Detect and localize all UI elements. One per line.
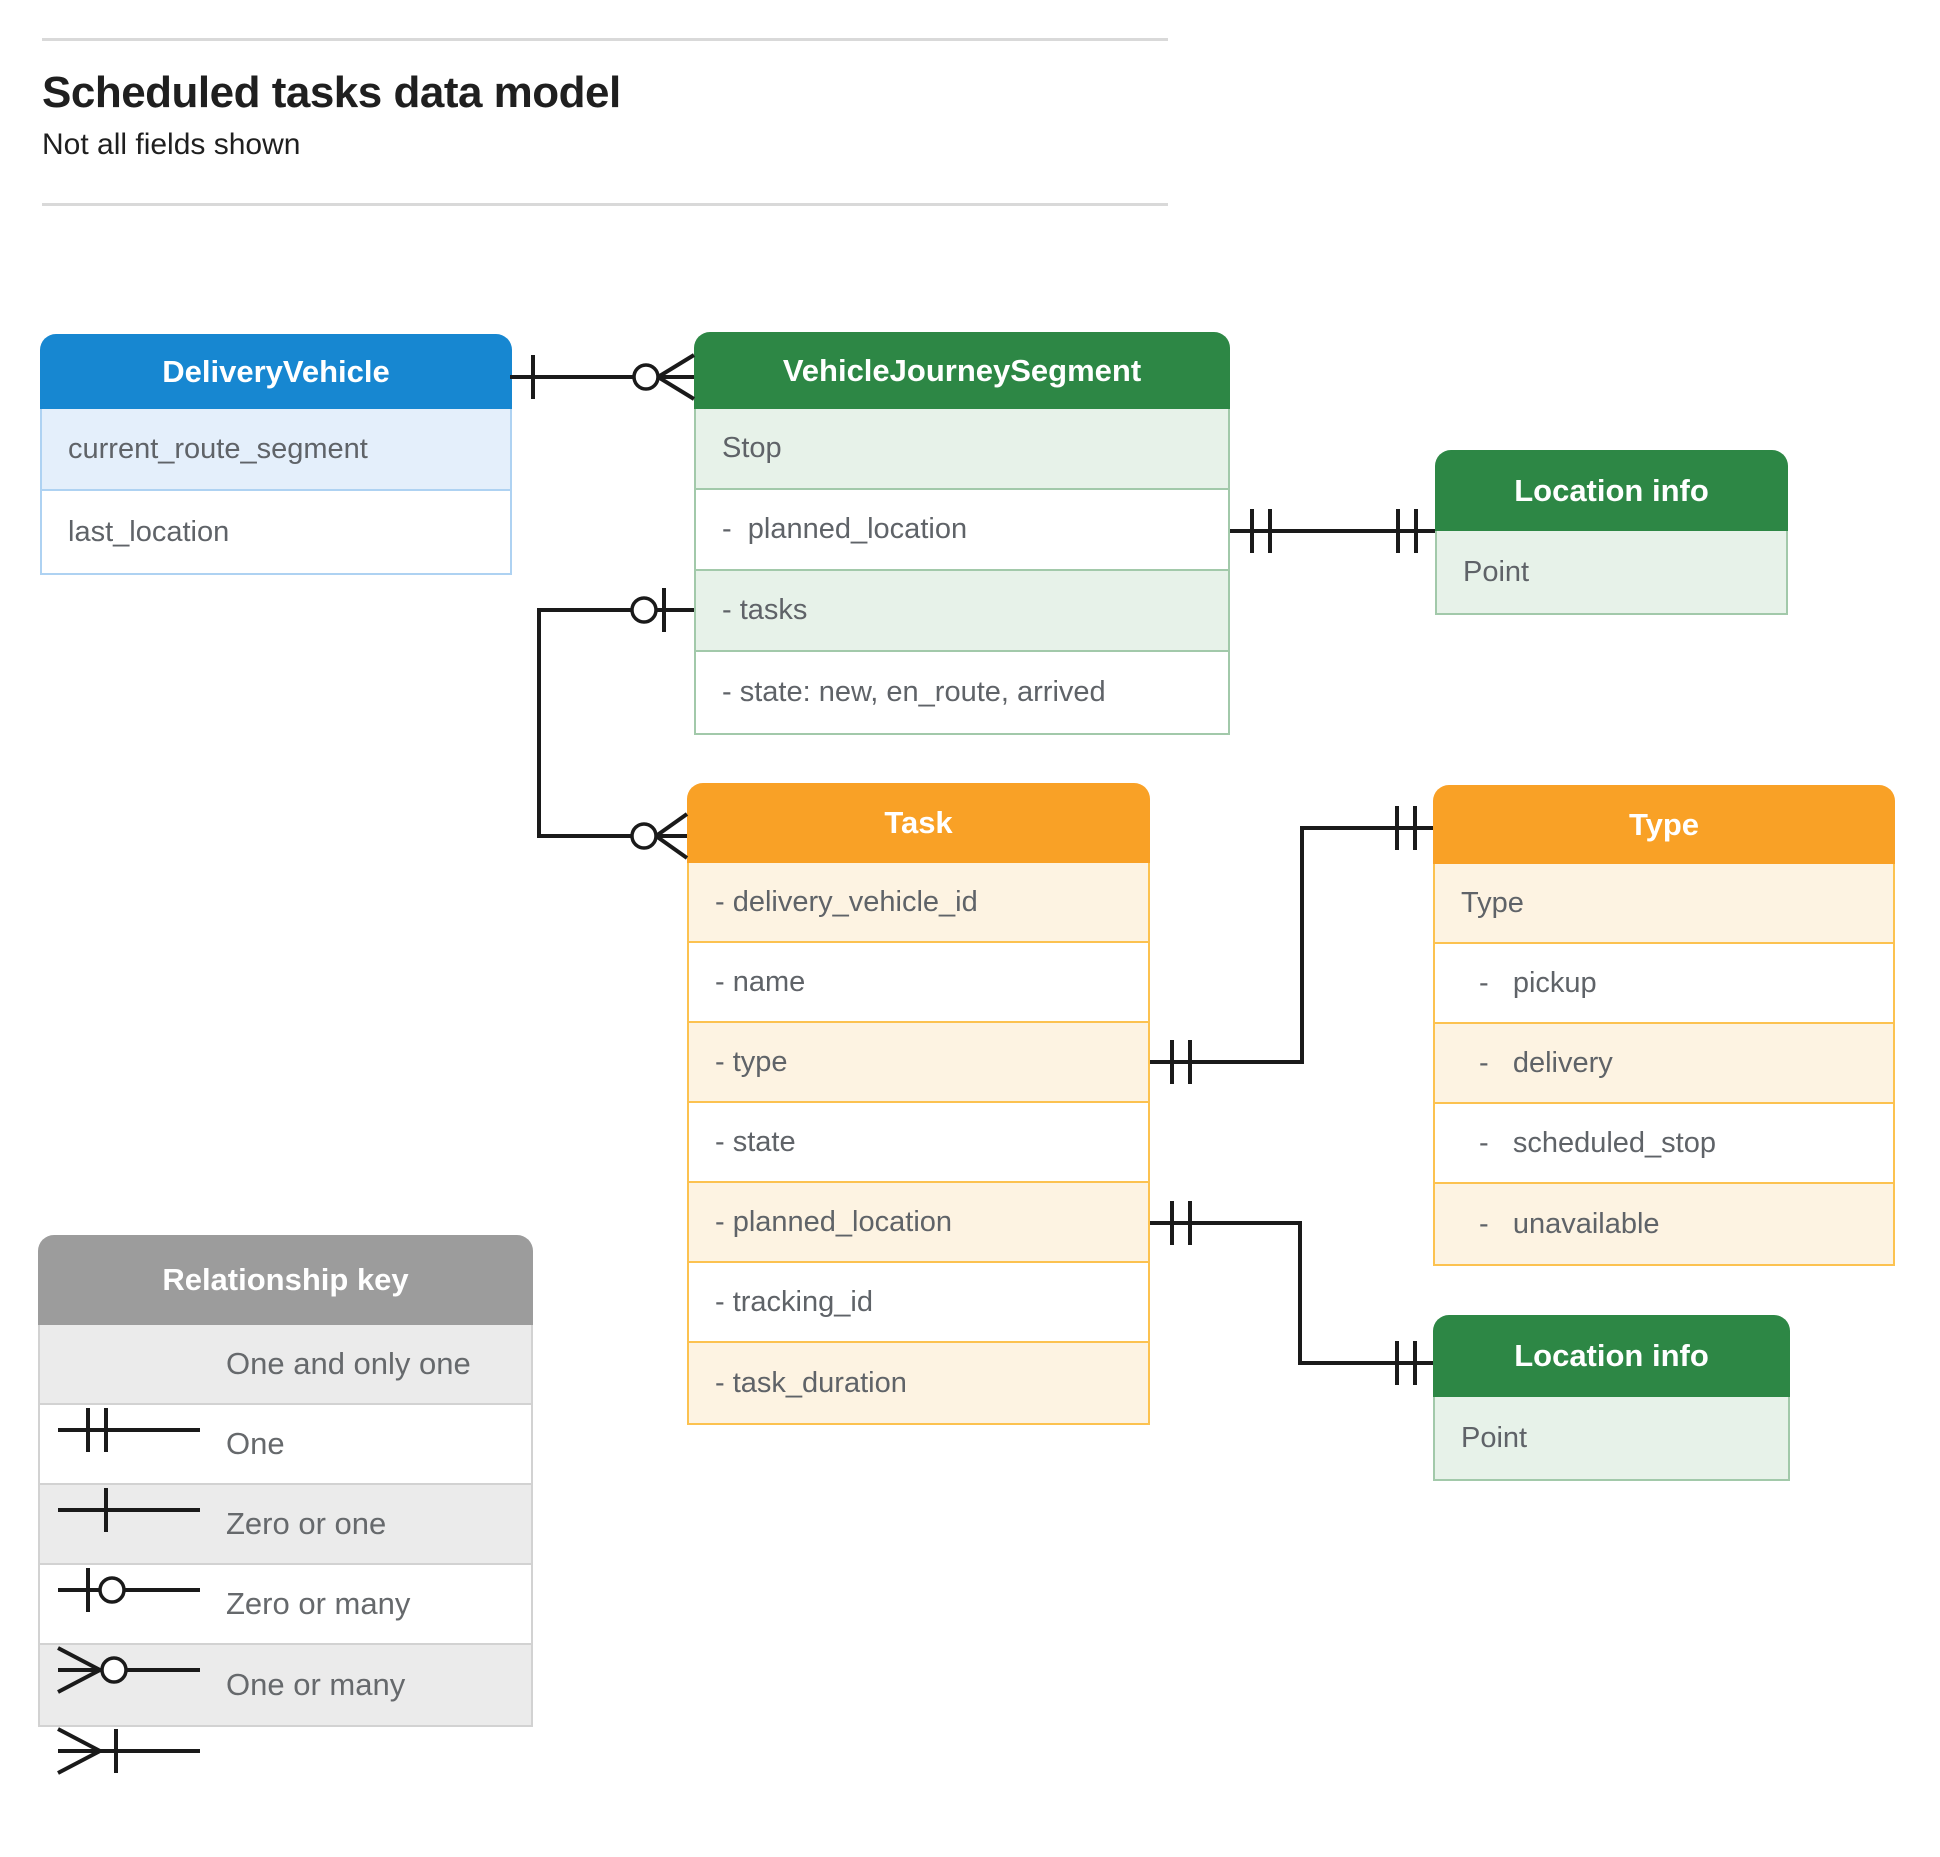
connector-vjs-plannedlocation-locationinfo [1230, 509, 1435, 553]
legend-item-one-or-many: One or many [40, 1645, 531, 1775]
entity-location-info-bottom-header: Location info [1433, 1315, 1790, 1397]
entity-body: Stop - planned_location - tasks - state:… [694, 409, 1230, 735]
field-stop: Stop [696, 409, 1228, 490]
field-name: - name [689, 943, 1148, 1023]
field-state: - state [689, 1103, 1148, 1183]
field-pickup: - pickup [1435, 944, 1893, 1024]
one-or-many-icon [54, 1645, 204, 1775]
page-title: Scheduled tasks data model [42, 68, 621, 117]
entity-title: Task [884, 805, 953, 840]
relationship-key-title: Relationship key [162, 1262, 409, 1297]
entity-title: Type [1628, 806, 1700, 842]
entity-delivery-vehicle-header: DeliveryVehicle [40, 334, 512, 409]
entity-task-header: Task [687, 783, 1150, 863]
field-delivery: - delivery [1435, 1024, 1893, 1104]
entity-body: Point [1433, 1397, 1790, 1481]
legend-item-one-and-only-one: One and only one [40, 1324, 531, 1452]
legend-label: One [226, 1426, 285, 1461]
zero-or-many-icon [54, 1564, 204, 1694]
entity-title: DeliveryVehicle [162, 353, 390, 389]
field-current-route-segment: current_route_segment [42, 409, 510, 491]
entity-type: Type Type - pickup - delivery - schedule… [1433, 785, 1895, 1266]
field-planned-location: - planned_location [689, 1183, 1148, 1263]
connector-task-plannedlocation-locationinfo [1150, 1201, 1433, 1385]
entity-location-info-bottom: Location info Point [1433, 1315, 1790, 1481]
field-type: - type [689, 1023, 1148, 1103]
legend-label: One and only one [226, 1346, 471, 1381]
connector-deliveryvehicle-vehiclejourneysegment [510, 353, 696, 401]
zero-or-one-icon [54, 1484, 204, 1612]
entity-task: Task - delivery_vehicle_id - name - type… [687, 783, 1150, 1425]
legend-item-zero-or-many: Zero or many [40, 1564, 531, 1694]
field-tasks: - tasks [696, 571, 1228, 652]
entity-location-info-top: Location info Point [1435, 450, 1788, 615]
relationship-key-header: Relationship key [38, 1235, 533, 1325]
field-planned-location: - planned_location [696, 490, 1228, 571]
legend-item-one: One [40, 1404, 531, 1532]
connector-vjs-tasks-task [537, 588, 694, 860]
entity-body: current_route_segment last_location [40, 409, 512, 575]
entity-delivery-vehicle: DeliveryVehicle current_route_segment la… [40, 334, 512, 575]
field-scheduled-stop: - scheduled_stop [1435, 1104, 1893, 1184]
legend-label: One or many [226, 1667, 406, 1702]
field-task-duration: - task_duration [689, 1343, 1148, 1423]
relationship-key: Relationship key One and only one [38, 1235, 533, 1775]
field-point: Point [1435, 1397, 1788, 1479]
entity-title: Location info [1514, 472, 1709, 508]
legend-label: Zero or many [226, 1586, 411, 1621]
page-subtitle: Not all fields shown [42, 128, 301, 161]
field-unavailable: - unavailable [1435, 1184, 1893, 1264]
entity-title: Location info [1514, 1338, 1709, 1373]
field-delivery-vehicle-id: - delivery_vehicle_id [689, 863, 1148, 943]
entity-body: - delivery_vehicle_id - name - type - st… [687, 863, 1150, 1425]
field-point: Point [1437, 531, 1786, 613]
entity-type-header: Type [1433, 785, 1895, 864]
one-icon [54, 1404, 204, 1532]
relationship-key-body: One and only one One [38, 1324, 533, 1775]
divider-top [42, 38, 1168, 41]
entity-vehicle-journey-segment: VehicleJourneySegment Stop - planned_loc… [694, 332, 1230, 735]
legend-label: Zero or one [226, 1506, 387, 1541]
entity-body: Type - pickup - delivery - scheduled_sto… [1433, 864, 1895, 1266]
divider-bottom [42, 203, 1168, 206]
field-last-location: last_location [68, 515, 230, 548]
field-type: Type [1435, 864, 1893, 944]
entity-title: VehicleJourneySegment [782, 352, 1142, 388]
legend-item-zero-or-one: Zero or one [40, 1484, 531, 1612]
entity-body: Point [1435, 531, 1788, 615]
field-state: - state: new, en_route, arrived [722, 676, 1106, 708]
field-tracking-id: - tracking_id [689, 1263, 1148, 1343]
diagram-canvas: Scheduled tasks data model Not all field… [38, 38, 1895, 1775]
one-and-only-one-icon [54, 1324, 204, 1452]
entity-vehicle-journey-segment-header: VehicleJourneySegment [694, 332, 1230, 409]
entity-location-info-top-header: Location info [1435, 450, 1788, 531]
connector-task-type-type [1150, 806, 1433, 1084]
